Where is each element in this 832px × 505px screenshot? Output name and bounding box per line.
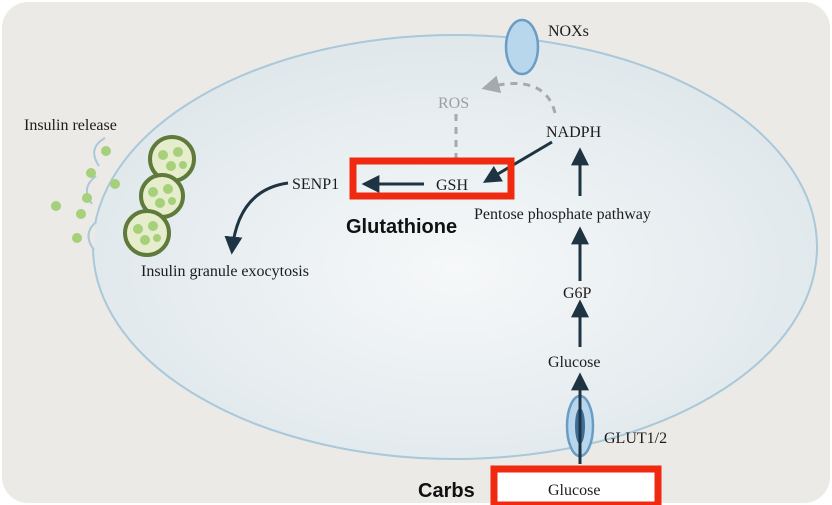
glutathione-label: Glutathione — [346, 216, 457, 238]
released-insulin-dots — [51, 146, 120, 243]
arrow-senp1-to-exocytosis — [224, 181, 289, 255]
insulin-release-label: Insulin release — [24, 117, 117, 134]
insulin-granule — [139, 173, 185, 219]
g6p-label: G6P — [563, 285, 592, 302]
gsh-highlight-box — [349, 157, 515, 200]
glut-label: GLUT1/2 — [604, 430, 667, 447]
pentose-phosphate-pathway-label: Pentose phosphate pathway — [474, 206, 651, 223]
arrow-nadph-to-gsh — [482, 140, 553, 183]
senp1-label: SENP1 — [292, 176, 339, 193]
glucose-highlight-box — [490, 465, 662, 505]
insulin-granule-exocytosis-label: Insulin granule exocytosis — [141, 263, 309, 280]
carbs-label: Carbs — [418, 480, 475, 502]
glucose-inside-label: Glucose — [548, 354, 600, 371]
ros-label: ROS — [438, 95, 469, 112]
gsh-label: GSH — [436, 177, 468, 194]
noxs-label: NOXs — [548, 23, 589, 40]
nadph-label: NADPH — [546, 124, 602, 141]
nox-transporter — [504, 18, 540, 76]
glucose-outside-label: Glucose — [548, 482, 600, 499]
insulin-granule — [123, 209, 171, 257]
